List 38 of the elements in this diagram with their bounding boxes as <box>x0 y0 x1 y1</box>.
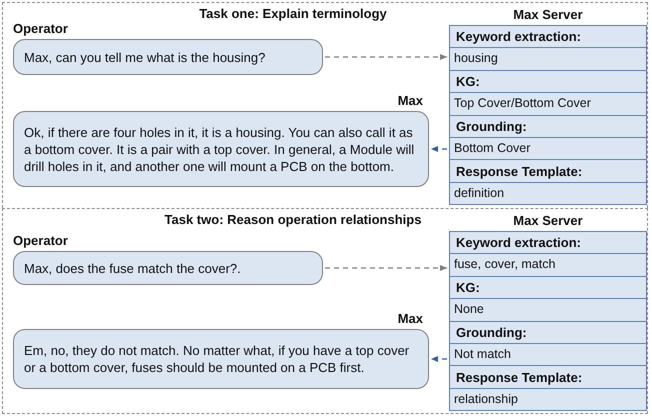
panel-title: Task two: Reason operation relationships <box>164 211 422 229</box>
section-heading: Response Template: <box>450 162 646 183</box>
speaker-label: Max <box>396 92 423 110</box>
section-value: Bottom Cover <box>453 140 532 157</box>
speech-bubble <box>13 329 429 389</box>
section-heading: Response Template: <box>450 368 646 389</box>
dashed-arrow <box>325 265 447 271</box>
dashed-arrow <box>325 54 447 60</box>
section-value: Top Cover/Bottom Cover <box>453 95 592 112</box>
message-text: Max, does the fuse match the cover?. <box>24 260 241 276</box>
section-heading: Keyword extraction: <box>450 27 646 48</box>
section-heading: KG: <box>450 72 646 94</box>
task-panel <box>2 2 648 208</box>
server-heading: Max Server <box>512 6 584 24</box>
speaker-label: Max <box>396 310 423 328</box>
section-heading: Keyword extraction: <box>450 233 646 254</box>
message-text: Ok, if there are four holes in it, it is a housing. You can also call it as a bottom cover. It is a pair with a top cover. In general, a Module will drill holes in it, and another one will mount a PCB on the bottom. <box>24 124 416 174</box>
task-panel <box>2 208 648 414</box>
section-value: definition <box>453 184 506 202</box>
section-value: Not match <box>453 346 512 363</box>
section-heading: KG: <box>450 278 646 300</box>
message-text: Max, can you tell me what is the housing? <box>24 48 266 66</box>
speech-bubble <box>13 39 323 75</box>
speaker-label: Operator <box>13 232 68 250</box>
section-heading: Grounding: <box>450 322 646 344</box>
section-value: housing <box>453 50 499 68</box>
speech-bubble <box>13 251 323 285</box>
message-text: Em, no, they do not match. No matter what, if you have a top cover or a bottom cover, fuses should be mounted on a PCB first. <box>24 342 410 376</box>
section-heading: Grounding: <box>450 116 646 138</box>
dashed-arrow <box>431 146 447 152</box>
section-value: relationship <box>453 390 519 408</box>
section-value: None <box>453 301 485 318</box>
speech-bubble <box>13 111 429 187</box>
server-heading: Max Server <box>512 212 584 230</box>
section-value: fuse, cover, match <box>453 256 556 274</box>
panel-title: Task one: Explain terminology <box>198 5 388 23</box>
speaker-label: Operator <box>13 20 68 38</box>
dashed-arrow <box>431 356 447 362</box>
